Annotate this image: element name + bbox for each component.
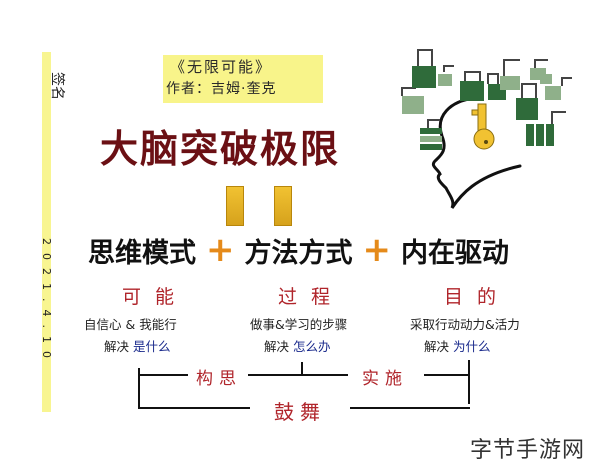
- bracket-bottom-right: [350, 407, 470, 409]
- bracket-left-vertical: [138, 368, 140, 408]
- author-signature: 签名: [49, 72, 65, 100]
- column-heading-possibility: 可能: [122, 286, 189, 308]
- bracket-right-vertical: [468, 360, 470, 404]
- equals-bar-right: [274, 186, 292, 226]
- bracket-top-right: [424, 374, 470, 376]
- column-solve-possibility: 解决 是什么: [104, 339, 171, 354]
- column-desc-process: 做事&学习的步骤: [250, 317, 348, 332]
- lock-icon: [412, 66, 436, 88]
- formula-term-drive: 内在驱动: [401, 237, 509, 269]
- column-heading-process: 过程: [278, 286, 345, 308]
- book-title: 《无限可能》: [170, 58, 273, 76]
- head-illustration: [380, 36, 580, 216]
- watermark: 字节手游网: [470, 438, 586, 463]
- column-desc-possibility: 自信心 & 我能行: [84, 317, 177, 332]
- formula-term-mindset: 思维模式: [88, 237, 196, 269]
- head-silhouette-icon: [401, 49, 572, 209]
- plus-icon: +: [362, 230, 392, 270]
- bracket-top-left: [138, 374, 188, 376]
- column-desc-purpose: 采取行动动力&活力: [410, 317, 520, 332]
- bracket-label-inspire: 鼓舞: [268, 396, 332, 425]
- formula: 思维模式 + 方法方式 + 内在驱动: [88, 230, 509, 270]
- book-author: 作者：吉姆·奎克: [166, 81, 277, 97]
- bracket-label-ideation: 构思: [190, 364, 248, 389]
- bracket-top-middle: [248, 374, 348, 376]
- sidebar-highlight-strip: [42, 52, 51, 412]
- column-solve-process: 解决 怎么办: [264, 339, 331, 354]
- column-solve-purpose: 解决 为什么: [424, 339, 491, 354]
- plus-icon: +: [206, 230, 235, 270]
- book-title-highlight: [163, 55, 323, 103]
- date-note: 2021.4.10: [40, 238, 53, 366]
- equals-bar-left: [226, 186, 244, 226]
- bracket-label-implementation: 实施: [356, 364, 414, 389]
- bracket-bottom-left: [138, 407, 250, 409]
- main-title: 大脑突破极限: [100, 126, 341, 171]
- column-heading-purpose: 目的: [444, 286, 511, 308]
- bracket-center-tick: [301, 362, 303, 375]
- formula-term-method: 方法方式: [244, 237, 353, 269]
